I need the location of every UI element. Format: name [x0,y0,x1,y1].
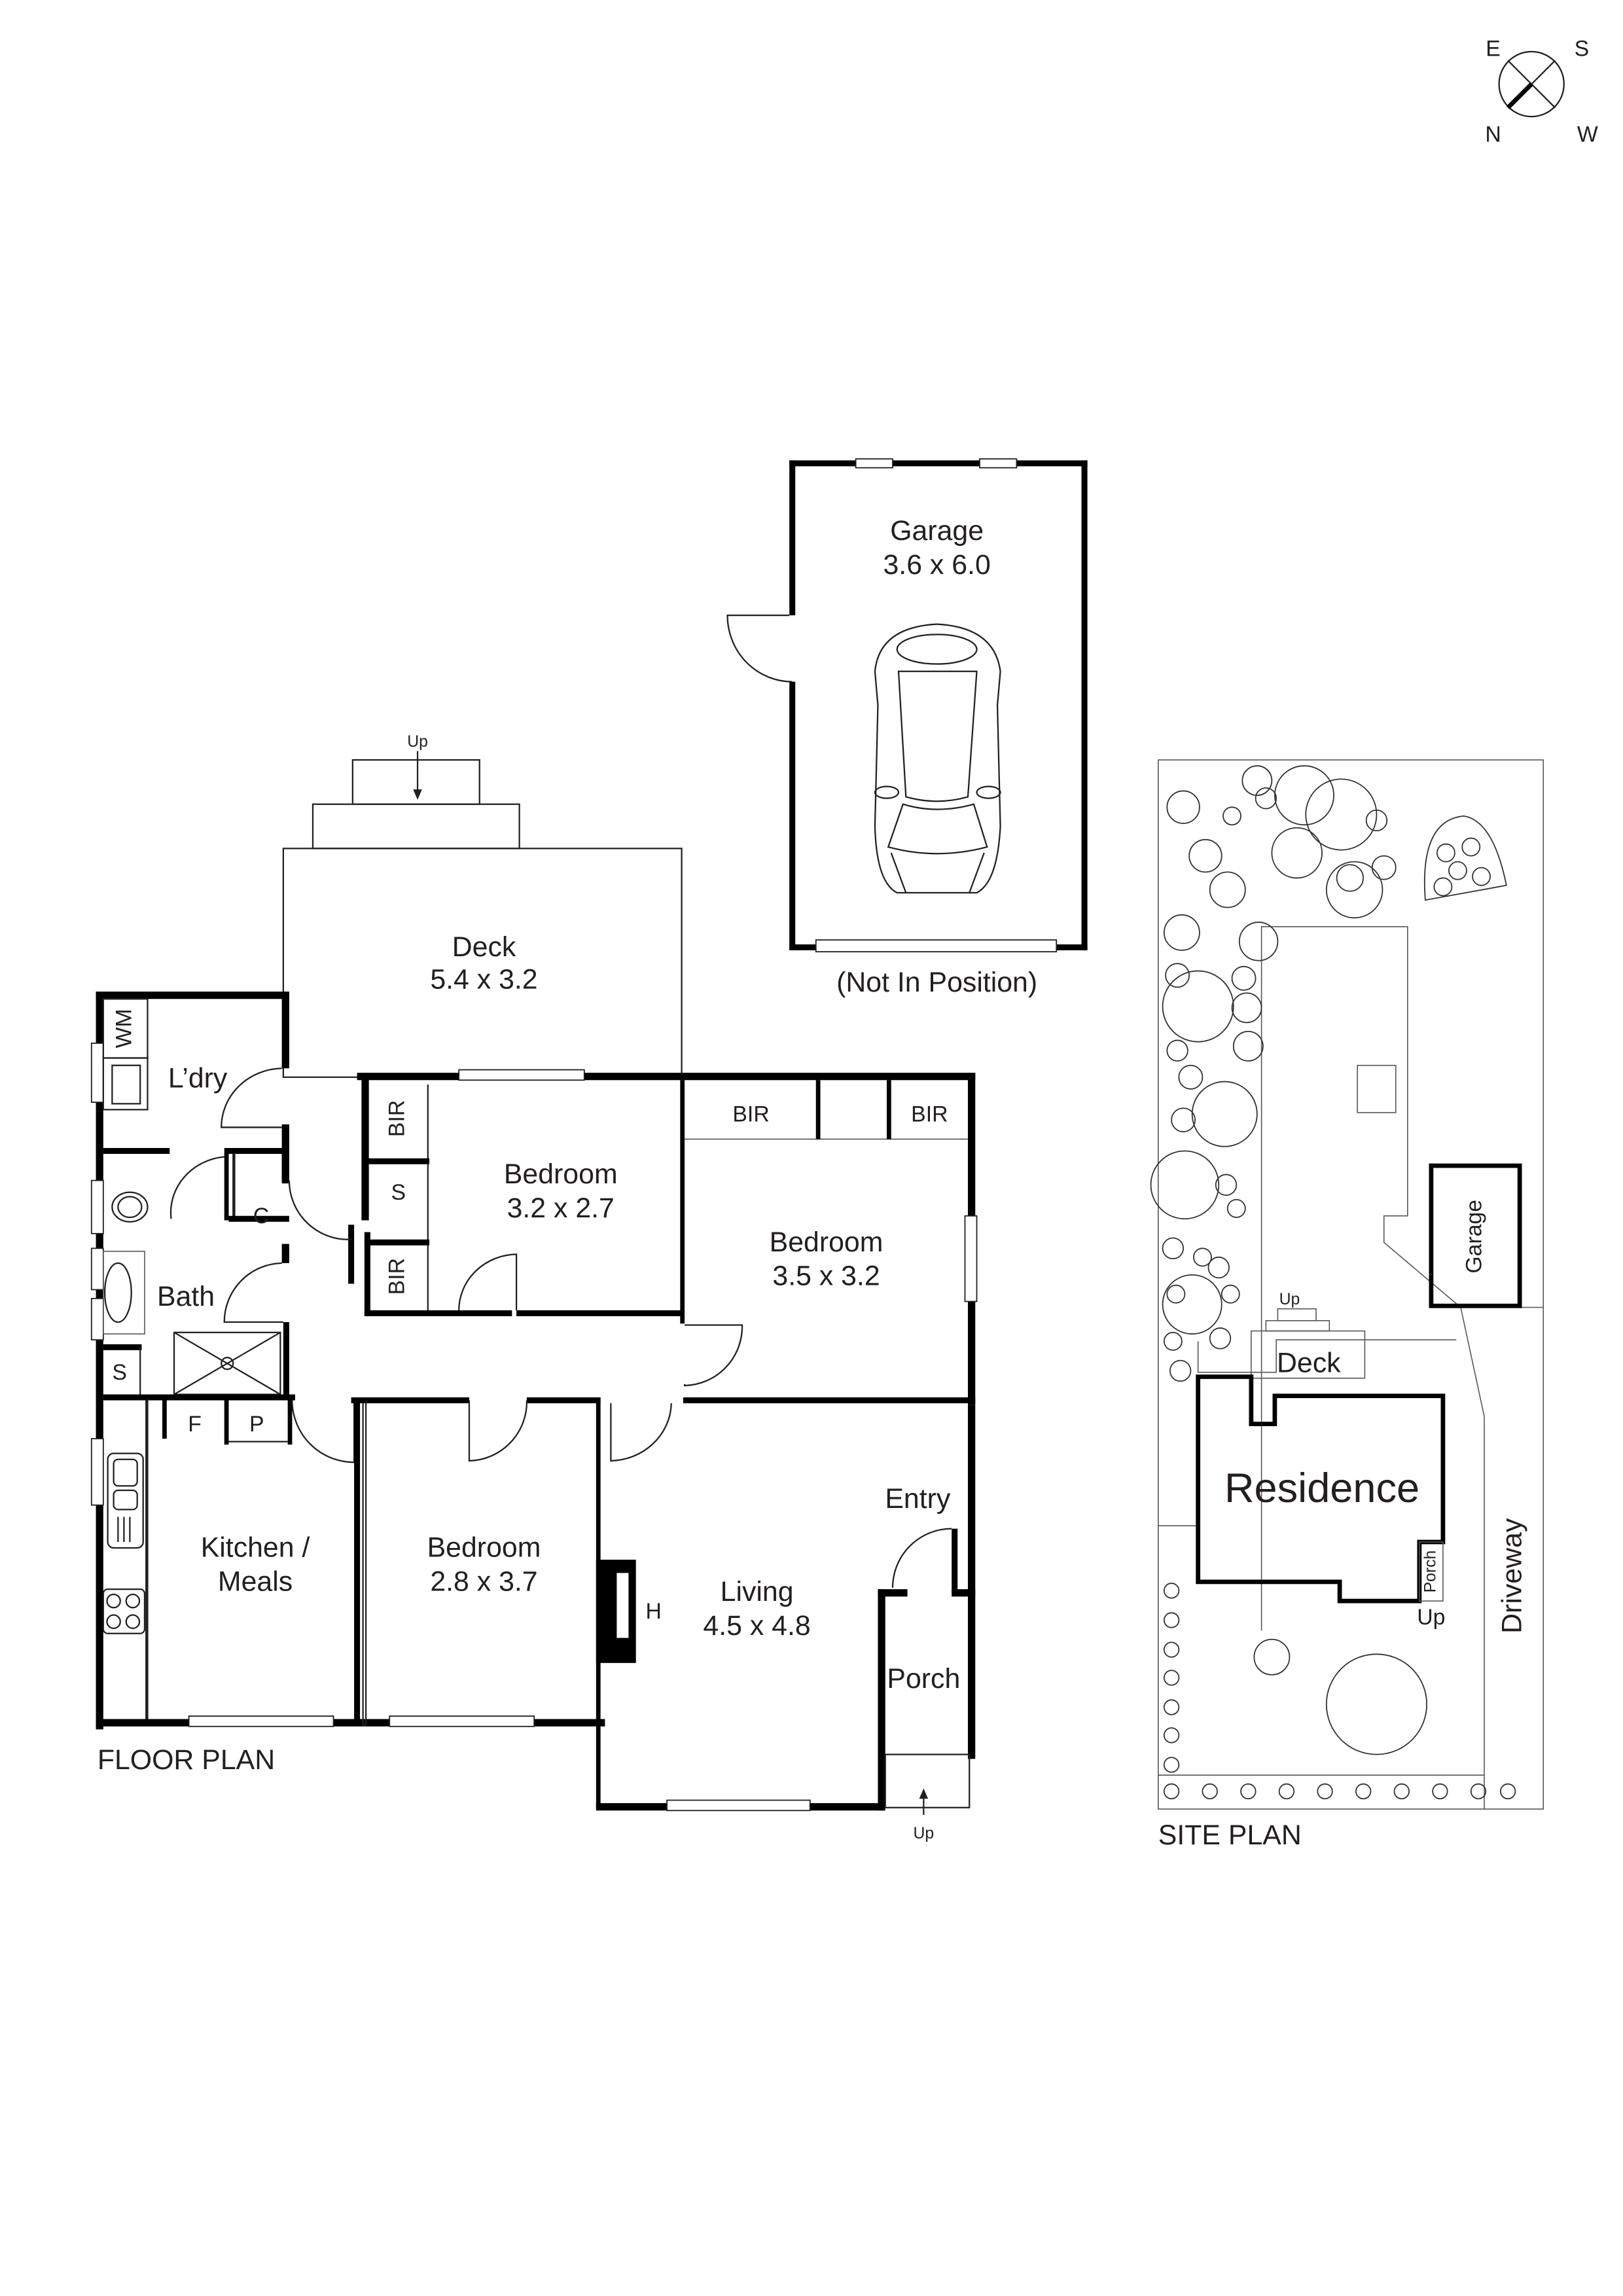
entry-door-icon [891,1528,952,1588]
entry-label: Entry [885,1483,951,1515]
bedroom-1-dims: 3.2 x 2.7 [507,1193,615,1224]
living-label: Living [721,1576,794,1607]
sink-icon [107,1452,144,1549]
site-deck-label: Deck [1277,1348,1341,1379]
bir-1-label: BIR [385,1100,410,1137]
deck-up-label: Up [407,733,428,751]
porch-label: Porch [887,1663,960,1695]
kitchen-label: Kitchen / [201,1532,310,1563]
floor-plan-title: FLOOR PLAN [98,1744,275,1776]
toilet-icon [111,1191,149,1223]
bath-label: Bath [157,1281,215,1312]
garage-plan: Garage 3.6 x 6.0 (Not In Position) [726,458,1088,998]
washing-machine-label: WM [112,1009,137,1048]
deck-outline [282,848,683,1078]
bir-4-label: BIR [911,1102,948,1126]
garage-label: Garage [890,515,984,547]
site-plan-title: SITE PLAN [1158,1820,1302,1851]
site-porch-label: Porch [1421,1551,1439,1593]
laundry-label: L’dry [168,1063,228,1094]
heater-label: H [646,1599,662,1624]
compass-east: E [1486,37,1501,62]
porch-up-label: Up [913,1825,934,1842]
deck-step-upper [351,759,480,805]
tree-icons [1150,765,1516,1800]
bedroom-3-dims: 2.8 x 3.7 [430,1566,537,1597]
compass-west: W [1577,122,1598,147]
bedroom-3-label: Bedroom [427,1532,541,1563]
deck-label: Deck [452,931,516,963]
bathtub-icon [103,1262,132,1323]
bir-2-label: BIR [385,1258,410,1295]
site-boundary [1158,759,1544,1810]
compass-north: N [1485,122,1501,147]
pantry-label: P [249,1412,264,1437]
garage-dims: 3.6 x 6.0 [883,549,990,581]
door-icon [221,1067,282,1128]
site-garage-label: Garage [1461,1200,1486,1274]
deck-dims: 5.4 x 3.2 [430,964,537,996]
bir-3-label: BIR [732,1102,769,1126]
site-garage [1429,1163,1522,1308]
bed-storage-label: S [391,1180,406,1205]
closet-label: C [253,1204,269,1229]
fridge-label: F [188,1412,202,1437]
site-deck-up-label: Up [1279,1291,1300,1308]
porch-step [884,1753,971,1808]
car-icon [874,623,1001,894]
bedroom-2-dims: 3.5 x 3.2 [772,1261,880,1292]
fireplace-icon [596,1560,636,1663]
site-plan: Garage Up Deck Porch Up Residence Drivew… [1150,759,1544,1851]
door-icon [726,614,793,683]
site-porch-up-label: Up [1417,1605,1445,1630]
laundry-tub-icon [111,1064,141,1105]
driveway-label: Driveway [1496,1518,1527,1634]
cooktop-icon [102,1588,146,1634]
storage-label: S [112,1360,127,1385]
garage-note: (Not In Position) [836,967,1037,998]
bedroom-1-label: Bedroom [504,1158,618,1190]
compass-south: S [1575,37,1590,62]
deck-step-lower [312,803,520,850]
living-dims: 4.5 x 4.8 [703,1610,810,1641]
bedroom-2-label: Bedroom [770,1227,883,1258]
meals-label: Meals [218,1566,293,1597]
residence-label: Residence [1224,1465,1419,1511]
compass-icon: E S N W [1485,37,1598,147]
floor-plan: Up Deck 5.4 x 3.2 WM L’dry C [90,733,978,1842]
